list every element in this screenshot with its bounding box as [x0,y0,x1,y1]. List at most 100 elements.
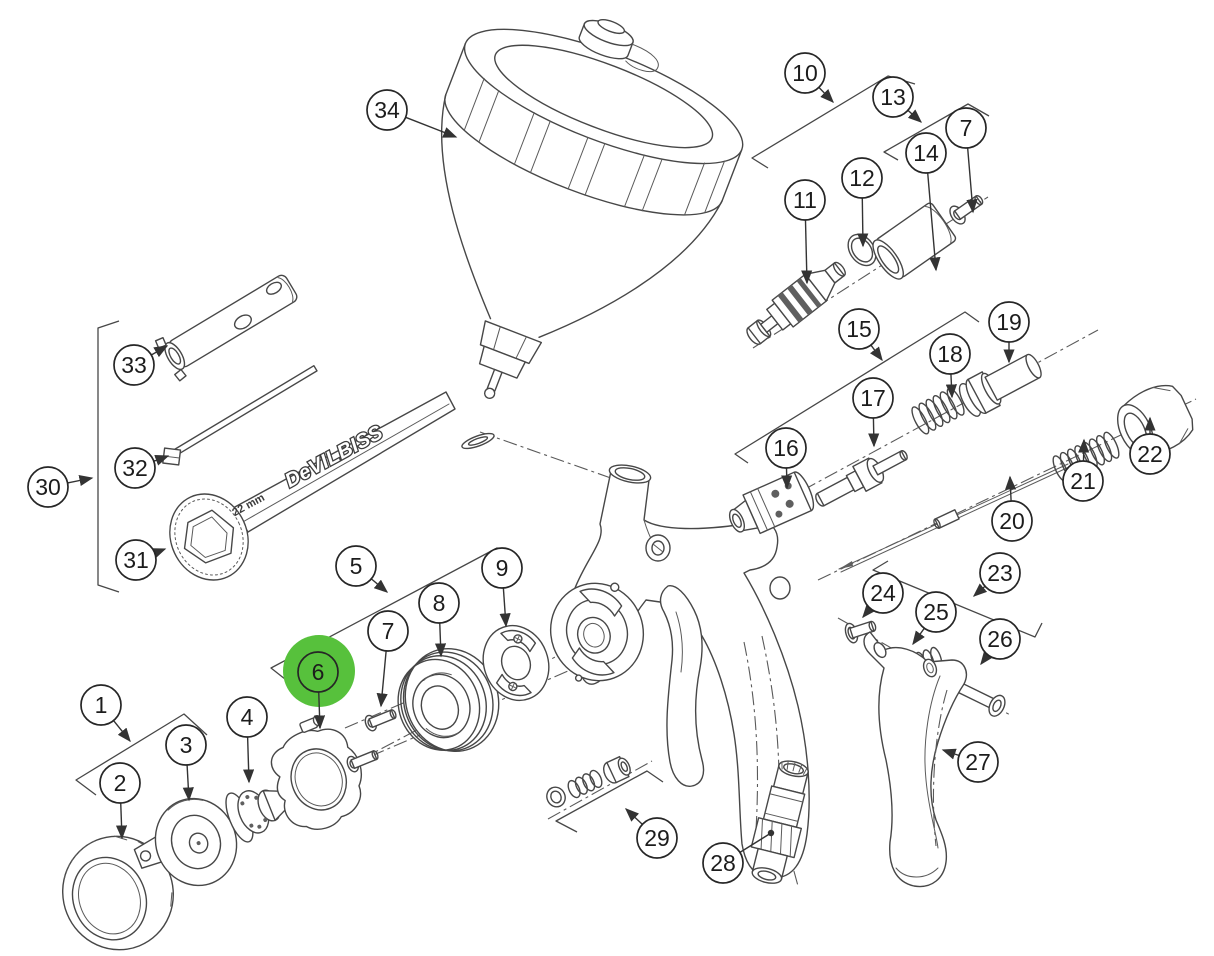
callout-number: 18 [937,341,963,367]
callout-balloon-22[interactable] [1129,433,1171,475]
callout-number: 24 [870,580,896,606]
callout-7-valve[interactable]: 7 [945,107,987,214]
callout-balloon-15[interactable] [838,308,880,350]
callout-5[interactable]: 5 [335,545,389,593]
callout-19[interactable]: 19 [988,301,1030,364]
callout-balloon-11[interactable] [784,179,826,221]
callout-17[interactable]: 17 [852,377,894,448]
callout-number: 14 [913,140,939,166]
callout-leader [972,583,988,597]
callout-balloon-33[interactable] [113,344,155,386]
callout-4[interactable]: 4 [226,696,268,784]
callout-balloon-5[interactable] [335,545,377,587]
callout-3[interactable]: 3 [165,724,207,802]
callout-28[interactable]: 28 [702,829,775,884]
callout-balloon-7-valve[interactable] [945,107,987,149]
callout-number: 34 [374,97,400,123]
callout-balloon-26[interactable] [979,618,1021,660]
callout-number: 8 [433,590,446,616]
callout-balloon-29[interactable] [636,817,678,859]
callout-7-front[interactable]: 7 [367,610,409,708]
callout-leader [941,748,960,760]
callout-22[interactable]: 22 [1129,416,1171,475]
callout-balloon-16[interactable] [765,427,807,469]
callout-balloon-2[interactable] [99,762,141,804]
callout-6[interactable]: 6 [297,651,339,730]
callout-balloon-4[interactable] [226,696,268,738]
callout-number: 12 [849,165,875,191]
callout-11[interactable]: 11 [784,179,826,285]
callout-number: 33 [121,352,147,378]
callout-leader [1078,438,1090,462]
callout-balloon-21[interactable] [1062,460,1104,502]
callout-balloon-13[interactable] [872,76,914,118]
callout-balloon-17[interactable] [852,377,894,419]
callout-balloon-3[interactable] [165,724,207,766]
callout-balloon-10[interactable] [784,52,826,94]
callout-leader [945,373,958,399]
callout-14[interactable]: 14 [905,132,947,272]
callout-balloon-8[interactable] [418,582,460,624]
callout-13[interactable]: 13 [872,76,923,123]
callout-balloon-14[interactable] [905,132,947,174]
callout-number: 27 [965,749,991,775]
trigger-parts-art [844,620,1006,888]
callout-24[interactable]: 24 [862,572,904,619]
callout-2[interactable]: 2 [99,762,141,840]
callout-10[interactable]: 10 [784,52,834,104]
callout-balloon-1[interactable] [80,684,122,726]
callout-21[interactable]: 21 [1062,438,1104,502]
paint-cup-art [440,18,744,450]
callout-balloon-6[interactable] [297,651,339,693]
callout-balloon-18[interactable] [929,333,971,375]
callout-balloon-31[interactable] [115,539,157,581]
callout-leader [624,808,643,825]
callout-number: 11 [793,187,817,213]
callout-balloon-25[interactable] [915,591,957,633]
callout-26[interactable]: 26 [979,618,1021,666]
callout-leader [927,172,941,272]
callout-balloon-32[interactable] [114,447,156,489]
callout-balloon-28[interactable] [702,842,744,884]
callout-16[interactable]: 16 [765,427,807,490]
callout-27[interactable]: 27 [941,741,999,783]
callout-25[interactable]: 25 [912,591,957,646]
callout-12[interactable]: 12 [841,157,883,248]
callout-leader [499,587,511,628]
callout-balloon-34[interactable] [366,89,408,131]
callout-20[interactable]: 20 [991,475,1033,542]
callout-balloon-7-front[interactable] [367,610,409,652]
callouts-layer: 1234567891011121314715161718192021222324… [27,52,1171,884]
callout-number: 3 [180,732,193,758]
callout-leader [113,720,131,743]
callout-balloon-19[interactable] [988,301,1030,343]
tools-art: DeVILBISS 22 mm [154,274,456,581]
highlight-disc [283,635,355,707]
callout-number: 1 [95,692,108,718]
callout-number: 20 [999,508,1025,534]
callout-32[interactable]: 32 [114,447,170,489]
callout-balloon-27[interactable] [957,741,999,783]
callout-31[interactable]: 31 [115,539,167,581]
callout-number: 15 [846,316,872,342]
callout-balloon-20[interactable] [991,500,1033,542]
callout-34[interactable]: 34 [366,89,458,138]
callout-leader [912,627,925,646]
callout-29[interactable]: 29 [624,808,678,859]
callout-9[interactable]: 9 [481,547,523,628]
callout-15[interactable]: 15 [838,308,883,362]
callout-8[interactable]: 8 [418,582,460,658]
callout-number: 7 [960,115,973,141]
callout-23[interactable]: 23 [972,552,1021,597]
callout-number: 9 [496,555,509,581]
callout-30[interactable]: 30 [27,466,94,508]
callout-balloon-24[interactable] [862,572,904,614]
callout-1[interactable]: 1 [80,684,131,743]
callout-balloon-12[interactable] [841,157,883,199]
callout-balloon-30[interactable] [27,466,69,508]
callout-balloon-9[interactable] [481,547,523,589]
callout-18[interactable]: 18 [929,333,971,399]
callout-leader [980,650,994,666]
callout-33[interactable]: 33 [113,344,169,386]
callout-balloon-23[interactable] [979,552,1021,594]
